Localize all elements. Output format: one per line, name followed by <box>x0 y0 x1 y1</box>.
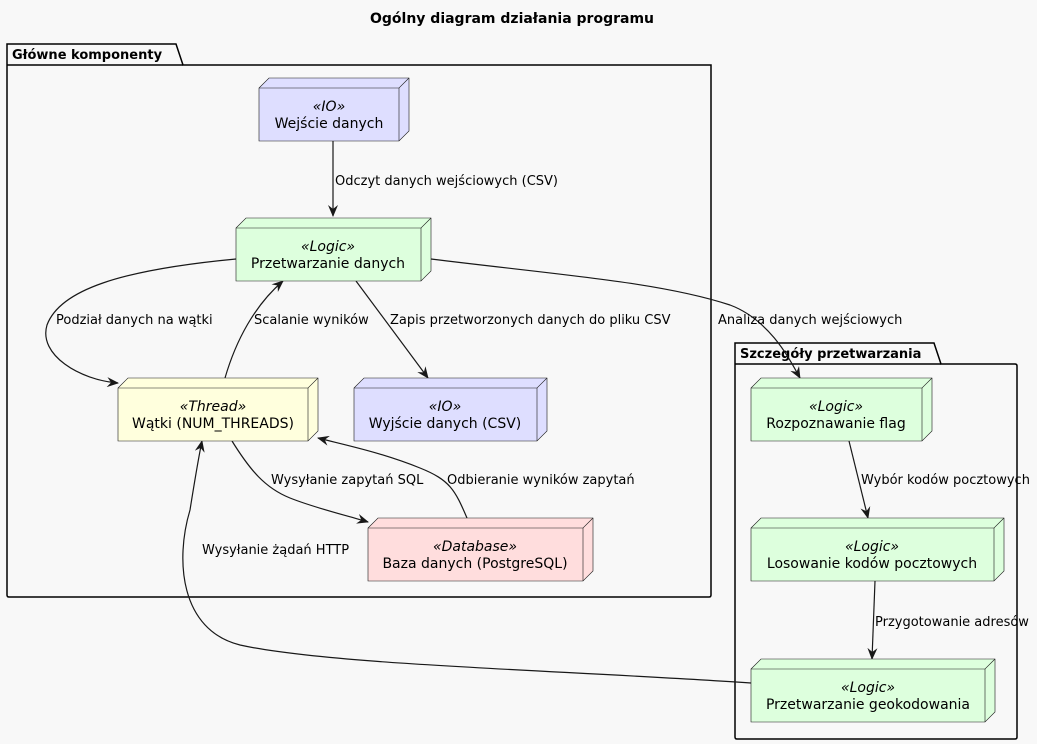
edge-merge-results: Scalanie wyników <box>224 280 369 379</box>
label-geocoding: Przetwarzanie geokodowania <box>766 697 970 713</box>
edge-label-send-sql: Wysyłanie zapytań SQL <box>271 473 424 488</box>
edge-label-prepare-address: Przygotowanie adresów <box>875 615 1029 630</box>
node-flag-recognition: «Logic» Rozpoznawanie flag <box>750 377 933 442</box>
edge-send-http: Wysyłanie żądań HTTP <box>182 440 752 684</box>
package-main-components: Główne komponenty <box>6 43 712 598</box>
edge-prepare-address: Przygotowanie adresów <box>867 580 1029 660</box>
edge-send-sql: Wysyłanie zapytań SQL <box>231 440 424 524</box>
node-threads: «Thread» Wątki (NUM_THREADS) <box>117 377 319 442</box>
edge-read-input: Odczyt danych wejściowych (CSV) <box>328 141 558 217</box>
node-data-output: «IO» Wyjście danych (CSV) <box>353 377 548 442</box>
node-postal-codes: «Logic» Losowanie kodów pocztowych <box>750 517 1005 582</box>
edge-label-receive-results: Odbieranie wyników zapytań <box>447 473 635 488</box>
edge-analyze-input: Analiza danych wejściowych <box>430 258 902 379</box>
diagram-title: Ogólny diagram działania programu <box>370 11 654 27</box>
stereotype-flag-recognition: «Logic» <box>809 399 863 415</box>
label-data-input: Wejście danych <box>275 116 384 132</box>
package-label-main: Główne komponenty <box>12 48 163 63</box>
edge-label-read-input: Odczyt danych wejściowych (CSV) <box>335 174 558 189</box>
package-label-details: Szczegóły przetwarzania <box>740 347 921 362</box>
node-data-input: «IO» Wejście danych <box>258 77 410 142</box>
edge-label-send-http: Wysyłanie żądań HTTP <box>202 543 349 558</box>
package-processing-details: Szczegóły przetwarzania <box>734 342 1018 740</box>
stereotype-data-output: «IO» <box>429 399 461 415</box>
edge-label-choose-postal: Wybór kodów pocztowych <box>861 473 1030 488</box>
stereotype-database: «Database» <box>433 539 517 555</box>
node-data-processing: «Logic» Przetwarzanie danych <box>235 217 432 282</box>
stereotype-postal-codes: «Logic» <box>845 539 899 555</box>
label-threads: Wątki (NUM_THREADS) <box>132 416 294 432</box>
edge-split-threads: Podział danych na wątki <box>45 258 237 388</box>
edge-choose-postal: Wybór kodów pocztowych <box>848 440 1030 519</box>
label-postal-codes: Losowanie kodów pocztowych <box>767 556 977 572</box>
label-data-output: Wyjście danych (CSV) <box>369 416 522 432</box>
stereotype-threads: «Thread» <box>180 399 247 415</box>
edge-label-save-output: Zapis przetworzonych danych do pliku CSV <box>390 313 671 328</box>
node-database: «Database» Baza danych (PostgreSQL) <box>367 517 594 582</box>
label-flag-recognition: Rozpoznawanie flag <box>766 416 905 432</box>
edge-label-merge-results: Scalanie wyników <box>254 313 369 328</box>
edge-save-output: Zapis przetworzonych danych do pliku CSV <box>355 280 671 379</box>
stereotype-data-input: «IO» <box>313 99 345 115</box>
stereotype-data-processing: «Logic» <box>301 239 355 255</box>
label-data-processing: Przetwarzanie danych <box>251 256 405 272</box>
label-database: Baza danych (PostgreSQL) <box>382 556 567 572</box>
node-geocoding: «Logic» Przetwarzanie geokodowania <box>750 658 996 723</box>
edge-label-split-threads: Podział danych na wątki <box>56 313 213 328</box>
stereotype-geocoding: «Logic» <box>841 680 895 696</box>
edge-receive-results: Odbieranie wyników zapytań <box>317 435 635 519</box>
edge-label-analyze-input: Analiza danych wejściowych <box>718 313 902 328</box>
